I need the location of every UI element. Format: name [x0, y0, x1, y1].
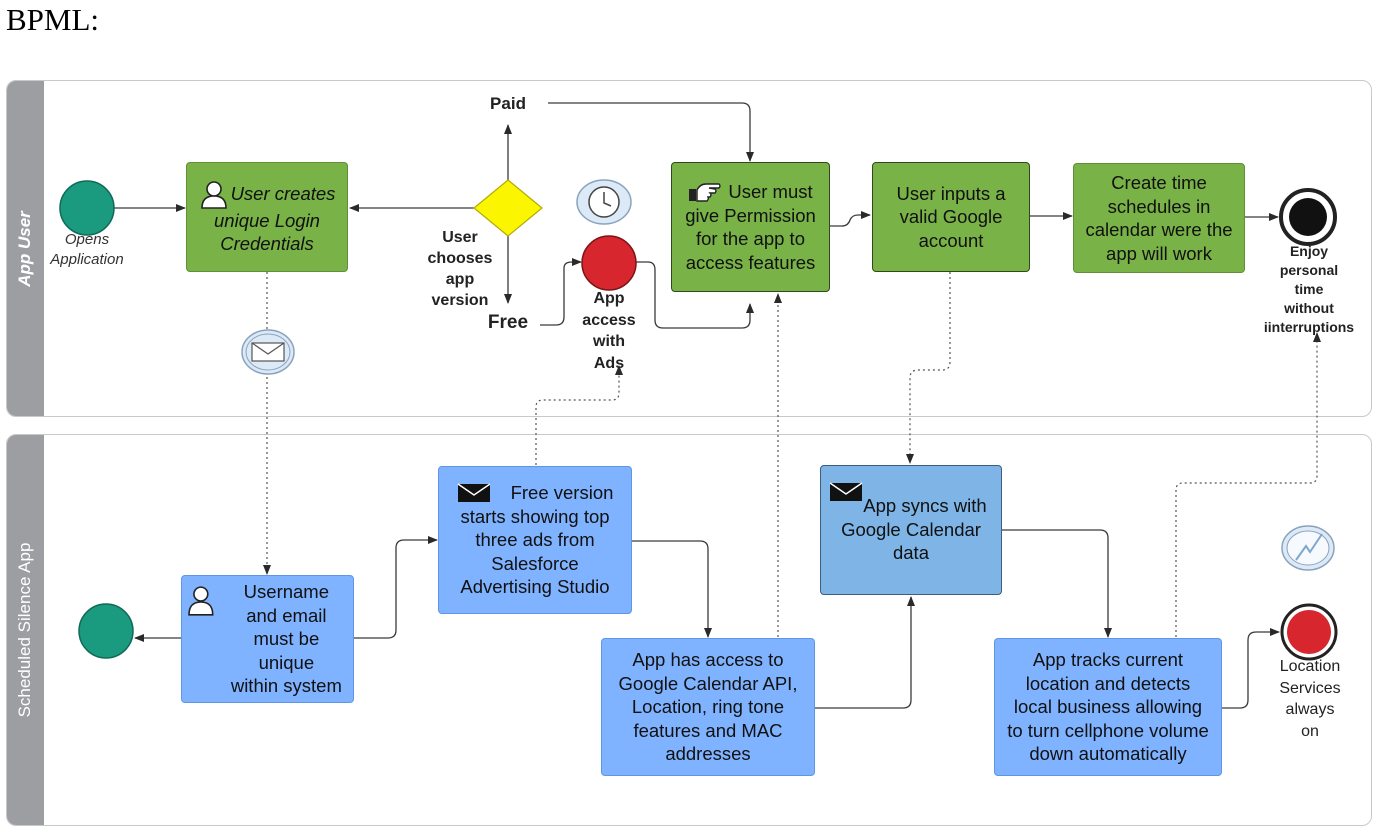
task-line: access features [685, 251, 816, 273]
ads-label-line: access [582, 311, 636, 329]
end-label-line: Location [1279, 658, 1341, 675]
hand-icon [689, 183, 722, 202]
task-line: give Permission [685, 204, 816, 226]
flow-tracks-to-location-end [1222, 628, 1280, 709]
ads-event-label: App access with Ads [569, 288, 649, 374]
end-label-line: without [1284, 300, 1334, 316]
task-line: Advertising Studio [460, 576, 610, 598]
task-line: Google Calendar [841, 518, 981, 540]
gateway-diamond [473, 179, 543, 237]
user-icon [200, 180, 227, 209]
task-line: data [892, 542, 929, 563]
flow-syncs-to-tracks [1002, 529, 1112, 638]
task-line: starts showing top [460, 505, 610, 527]
task-line: down automatically [1029, 743, 1187, 765]
flow-permission-to-google [829, 211, 871, 227]
ads-event [581, 235, 637, 291]
gateway-label-line: User [442, 229, 478, 246]
gateway-label: User chooses app version [414, 227, 506, 311]
task-line: to turn cellphone volume [1007, 719, 1209, 741]
flow-free-to-ads [540, 258, 582, 326]
task-unique-username[interactable]: Username and email must be unique within… [181, 575, 354, 703]
diagram-connectors [59, 102, 1338, 709]
task-line: valid Google [899, 206, 1003, 228]
task-line: unique Login [214, 209, 320, 231]
task-line: features and MAC [633, 719, 783, 741]
flow-username-to-free-version [354, 536, 438, 639]
task-line: within system [230, 675, 342, 697]
task-line: Google Calendar API, [618, 672, 798, 694]
end-label-line: time [1294, 281, 1324, 297]
task-app-syncs-calendar[interactable]: App syncs with Google Calendar data [820, 465, 1002, 595]
gateway-label-paid: Paid [490, 94, 526, 113]
message-google-to-syncs [906, 272, 951, 464]
task-line: location and detects [1025, 672, 1191, 694]
ads-label-line: Ads [593, 354, 625, 372]
gateway-label-line: chooses [427, 250, 493, 267]
task-line: must be unique [253, 628, 320, 673]
envelope-icon [457, 483, 491, 502]
task-line: Credentials [220, 233, 314, 254]
signal-icon [1281, 525, 1335, 571]
task-line: User must [728, 181, 813, 202]
message-free-version-to-ads [535, 365, 623, 465]
task-line: App has access to [632, 649, 784, 671]
lane-label-bar: Scheduled Silence App [7, 435, 44, 825]
task-line: Salesforce [491, 552, 579, 574]
end-label-line: Services [1279, 679, 1341, 697]
task-line: app will work [1106, 242, 1212, 264]
task-line: User creates [230, 182, 336, 204]
clock-icon [576, 179, 632, 225]
end-event-top-label: Enjoy personal time without iinterruptio… [1250, 242, 1368, 337]
start-event-top [59, 180, 115, 236]
task-line: for the app to [695, 228, 805, 249]
start-event-bottom [78, 603, 134, 659]
flow-paid-to-permission [548, 102, 754, 162]
task-app-access-apis[interactable]: App has access to Google Calendar API, L… [601, 638, 815, 776]
task-line: Create time [1111, 172, 1207, 193]
flow-free-version-to-access [632, 540, 712, 638]
end-label-line: always [1285, 701, 1335, 718]
task-free-version-ads[interactable]: Free version starts showing top three ad… [438, 466, 632, 614]
task-line: three ads from [475, 529, 595, 551]
task-create-schedules[interactable]: Create time schedules in calendar were t… [1073, 163, 1245, 273]
task-input-google-account[interactable]: User inputs a valid Google account [872, 162, 1030, 272]
task-line: schedules in [1107, 195, 1211, 217]
end-event-top-inner [1289, 198, 1327, 236]
flow-ads-to-permission [636, 261, 754, 329]
end-label-line: on [1301, 722, 1319, 740]
envelope-icon [829, 482, 863, 501]
task-line: addresses [665, 743, 751, 765]
page-heading: BPML: [6, 2, 100, 37]
task-line: Username [243, 581, 330, 603]
gateway-label-line: version [431, 292, 489, 309]
envelope-icon [241, 329, 295, 375]
end-event-bottom-inner [1287, 610, 1331, 654]
ads-label-line: with [593, 333, 625, 350]
task-line: calendar were the [1085, 219, 1233, 240]
gateway-label-free: Free [487, 312, 529, 333]
message-tracks-to-enjoy [1175, 332, 1321, 637]
start-event-label: Opens Application [50, 231, 124, 268]
lane-label-bar: App User [7, 81, 44, 416]
task-line: and email [246, 604, 327, 626]
user-icon [188, 586, 214, 616]
task-line: local business allowing [1013, 696, 1203, 718]
ads-label-line: App [593, 290, 625, 307]
task-line: Free version [510, 482, 614, 504]
task-line: Location, ring tone [631, 696, 785, 718]
gateway-label-line: app [445, 271, 475, 288]
task-track-location[interactable]: App tracks current location and detects … [994, 638, 1222, 776]
task-line: App syncs with [863, 495, 987, 516]
task-line: App tracks current [1032, 649, 1184, 671]
end-label-line: Enjoy [1289, 243, 1329, 259]
task-create-credentials[interactable]: User creates unique Login Credentials [186, 162, 348, 272]
end-label-line: iinterruptions [1263, 319, 1355, 335]
task-give-permission[interactable]: User must give Permission for the app to… [671, 162, 830, 292]
end-label-line: personal [1279, 262, 1339, 278]
task-line: User inputs a [896, 182, 1006, 204]
flow-access-to-syncs [815, 596, 915, 709]
task-line: account [918, 229, 984, 251]
end-event-bottom-label: Location Services always on [1262, 656, 1358, 742]
